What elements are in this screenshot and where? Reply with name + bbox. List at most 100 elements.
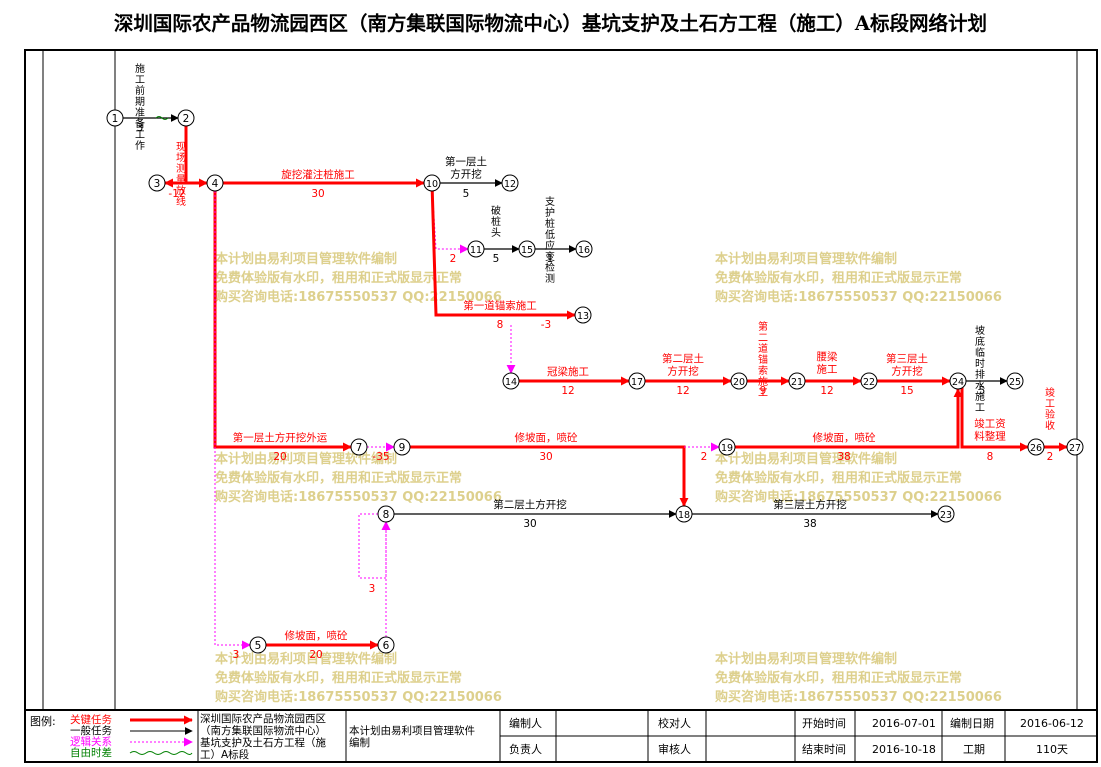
task-duration-1-2: 3 [137,122,144,134]
watermark-line: 购买咨询电话:18675550537 QQ:22150066 [215,489,502,505]
event-node-label: 13 [577,311,589,322]
manager-label: 负责人 [509,742,542,756]
event-node-label: 14 [505,377,517,388]
project-name-line: 基坑支护及土石方工程（施 [200,736,326,749]
event-node-6 [377,636,395,654]
task-name-10-12: 第一层土方开挖 [445,155,487,181]
reviewer-label: 审核人 [658,742,691,756]
compile-date-value: 2016-06-12 [1020,717,1084,730]
task-duration-8-7: 3 [369,583,376,595]
task-arrow-24-26 [960,381,1029,452]
legend-title: 图例: [30,714,56,728]
footer-project-name: 深圳国际农产品物流园西区 （南方集联国际物流中心） 基坑支护及土石方工程（施 工… [200,712,326,761]
event-node-label: 9 [399,442,406,454]
task-name-15-16: 支护桩低应变检测 [545,196,555,285]
task-duration-7-9: -35 [372,451,389,463]
event-node-label: 20 [733,377,745,388]
watermark-block: 本计划由易利项目管理软件编制 免费体验版有水印，租用和正式版显示正常 购买咨询电… [215,651,502,705]
event-node-13 [574,306,592,324]
event-node-24 [949,372,967,390]
task-duration-22-24: 15 [900,385,913,397]
event-node-17 [628,372,646,390]
legend-free-float-line [129,751,193,755]
task-duration-4-7: 20 [273,451,286,463]
project-name-line: 工）A标段 [200,748,250,761]
task-name-2-3: 现场测量放线 [176,141,186,208]
watermark-line: 免费体验版有水印，租用和正式版显示正常 [715,670,962,686]
event-node-label: 4 [212,178,219,190]
watermark-block: 本计划由易利项目管理软件编制 免费体验版有水印，租用和正式版显示正常 购买咨询电… [715,651,1002,705]
watermark-line: 本计划由易利项目管理软件编制 [715,651,897,667]
task-arrow-4-7 [213,191,352,452]
task-duration-10-12: 5 [463,188,470,200]
task-duration-18-23: 38 [803,518,816,530]
watermark-block: 本计划由易利项目管理软件编制 免费体验版有水印，租用和正式版显示正常 购买咨询电… [215,451,502,505]
event-node-label: 3 [154,178,161,190]
task-duration-18-19: 2 [701,451,708,463]
duration-value: 110天 [1036,743,1068,756]
task-name-21-22: 腰梁施工 [817,350,838,376]
event-node-8 [377,505,395,523]
task-duration-4-10: 30 [311,188,324,200]
start-label: 开始时间 [802,716,846,730]
event-node-15 [518,240,536,258]
event-node-label: 24 [952,377,964,388]
event-node-3 [148,174,166,192]
task-arrow-10-13 [430,190,576,320]
event-node-label: 15 [521,245,533,256]
watermark-block: 本计划由易利项目管理软件编制 免费体验版有水印，租用和正式版显示正常 购买咨询电… [715,451,1002,505]
duration-label: 工期 [963,743,985,756]
watermark-line: 购买咨询电话:18675550537 QQ:22150066 [215,289,502,305]
event-node-label: 1 [112,113,119,125]
event-node-7 [350,438,368,456]
outer-frame [24,49,1098,763]
event-node-label: 21 [791,377,803,388]
watermarks: 本计划由易利项目管理软件编制 免费体验版有水印，租用和正式版显示正常 购买咨询电… [215,251,1002,705]
task-duration-17-20: 12 [676,385,689,397]
event-node-label: 10 [426,179,438,190]
watermark-line: 本计划由易利项目管理软件编制 [215,451,397,467]
end-value: 2016-10-18 [872,743,936,756]
compile-date-label: 编制日期 [950,716,994,730]
event-node-label: 16 [578,245,590,256]
task-name-22-24: 第三层土方开挖 [886,352,928,378]
task-duration-9-18: 30 [539,451,552,463]
event-node-21 [788,372,806,390]
task-name-17-20: 第二层土方开挖 [662,352,704,378]
task-duration-15-16: 1 [547,253,554,265]
watermark-line: 免费体验版有水印，租用和正式版显示正常 [215,470,462,486]
software-note-2: 编制 [349,736,370,749]
task-edges [123,114,1068,650]
event-node-9 [393,438,411,456]
event-node-22 [860,372,878,390]
task-duration-21-22: 12 [820,385,833,397]
project-name-line: 深圳国际农产品物流园西区 [200,712,326,725]
start-value: 2016-07-01 [872,717,936,730]
event-node-4 [206,174,224,192]
legend-normal-label: 一般任务 [70,724,112,737]
task-name-24-26: 竣工资料整理 [974,417,1006,443]
event-node-18 [675,505,693,523]
task-name-10-13: 第一道锚索施工 [463,299,537,312]
compiler-label: 编制人 [509,716,542,730]
event-node-20 [730,372,748,390]
task-name-26-27: 竣工验收 [1045,386,1055,432]
event-node-16 [575,240,593,258]
event-node-label: 18 [678,510,690,521]
free-float-mark [155,116,169,120]
task-arrow-19-24 [735,388,963,449]
legend: 图例: 关键任务 一般任务 逻辑关系 自由时差 [30,713,193,759]
task-duration-26-27: 2 [1047,451,1054,463]
watermark-line: 本计划由易利项目管理软件编制 [215,251,397,267]
task-arrow-4-5 [214,183,251,650]
task-name-4-10: 旋挖灌注桩施工 [281,168,355,181]
watermark-line: 免费体验版有水印，租用和正式版显示正常 [715,470,962,486]
event-node-10 [423,174,441,192]
watermark-block: 本计划由易利项目管理软件编制 免费体验版有水印，租用和正式版显示正常 购买咨询电… [715,251,1002,305]
end-label: 结束时间 [802,743,846,756]
checker-label: 校对人 [658,716,691,730]
task-name-11-15: 破桩头 [491,204,501,239]
software-note: 本计划由易利项目管理软件 [349,724,475,737]
